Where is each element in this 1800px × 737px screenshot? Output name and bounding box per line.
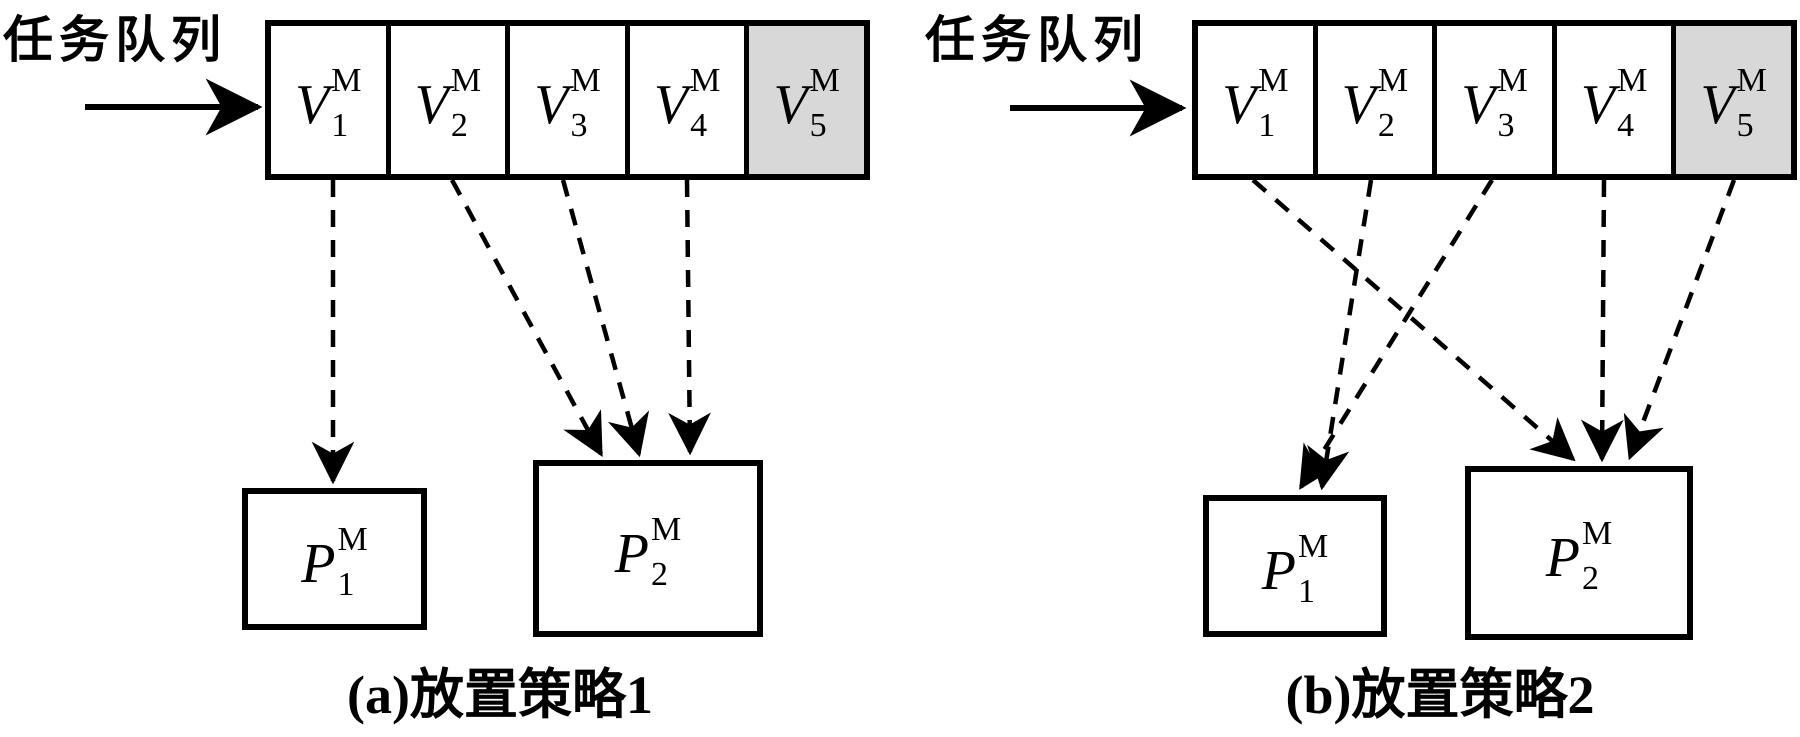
vm-label: V M 3 bbox=[534, 62, 601, 144]
task-queue-a: V M 1 V M 2 V M 3 bbox=[265, 20, 870, 180]
queue-cell-a-v2: V M 2 bbox=[390, 26, 511, 174]
caption-b: (b)放置策略2 bbox=[1285, 665, 1595, 725]
vm-label: V M 1 bbox=[295, 62, 362, 144]
pm-label: P M 2 bbox=[614, 510, 682, 593]
queue-cell-b-v5: V M 5 bbox=[1676, 26, 1791, 174]
vm-label: V M 3 bbox=[1461, 62, 1528, 144]
vm-label: V M 4 bbox=[653, 62, 721, 144]
processor-box-a-p2: P M 2 bbox=[533, 460, 763, 637]
queue-label-a: 任务队列 bbox=[3, 12, 227, 68]
queue-cell-a-v5: V M 5 bbox=[749, 26, 864, 174]
arrow-b-v1-p2 bbox=[1251, 178, 1576, 462]
arrow-a-v3-p2 bbox=[560, 179, 650, 458]
vm-label: V M 1 bbox=[1222, 62, 1289, 144]
arrow-b-v3-p1 bbox=[1299, 178, 1494, 490]
queue-cell-b-v1: V M 1 bbox=[1198, 26, 1318, 174]
vm-label: V M 5 bbox=[1700, 62, 1767, 144]
queue-cell-a-v3: V M 3 bbox=[510, 26, 630, 174]
queue-cell-a-v4: V M 4 bbox=[629, 26, 750, 174]
arrow-b-v4-p2 bbox=[1580, 179, 1624, 463]
queue-label-b: 任务队列 bbox=[925, 12, 1149, 68]
queue-cell-b-v3: V M 3 bbox=[1437, 26, 1557, 174]
pm-label: P M 1 bbox=[1261, 528, 1329, 610]
arrow-b-v2-p1 bbox=[1307, 179, 1374, 491]
arrow-a-v2-p2 bbox=[450, 178, 603, 458]
arrow-b-v5-p2 bbox=[1623, 179, 1737, 461]
caption-a: (a)放置策略1 bbox=[347, 665, 653, 725]
arrow-a-v4-p2 bbox=[668, 179, 711, 456]
queue-cell-b-v4: V M 4 bbox=[1556, 26, 1677, 174]
queue-cell-a-v1: V M 1 bbox=[271, 26, 391, 174]
processor-box-b-p1: P M 1 bbox=[1203, 495, 1387, 637]
pm-label: P M 1 bbox=[301, 521, 368, 603]
pm-label: P M 2 bbox=[1545, 515, 1613, 597]
vm-label: V M 4 bbox=[1580, 62, 1648, 144]
processor-box-b-p2: P M 2 bbox=[1465, 466, 1693, 640]
queue-cell-b-v2: V M 2 bbox=[1317, 26, 1438, 174]
vm-label: V M 5 bbox=[773, 62, 840, 144]
vm-label: V M 2 bbox=[414, 62, 482, 144]
vm-label: V M 2 bbox=[1341, 62, 1409, 144]
task-queue-b: V M 1 V M 2 V M 3 bbox=[1192, 20, 1797, 180]
placement-arrows-b bbox=[1251, 178, 1737, 491]
processor-box-a-p1: P M 1 bbox=[242, 488, 427, 630]
placement-arrows-a bbox=[311, 178, 711, 485]
